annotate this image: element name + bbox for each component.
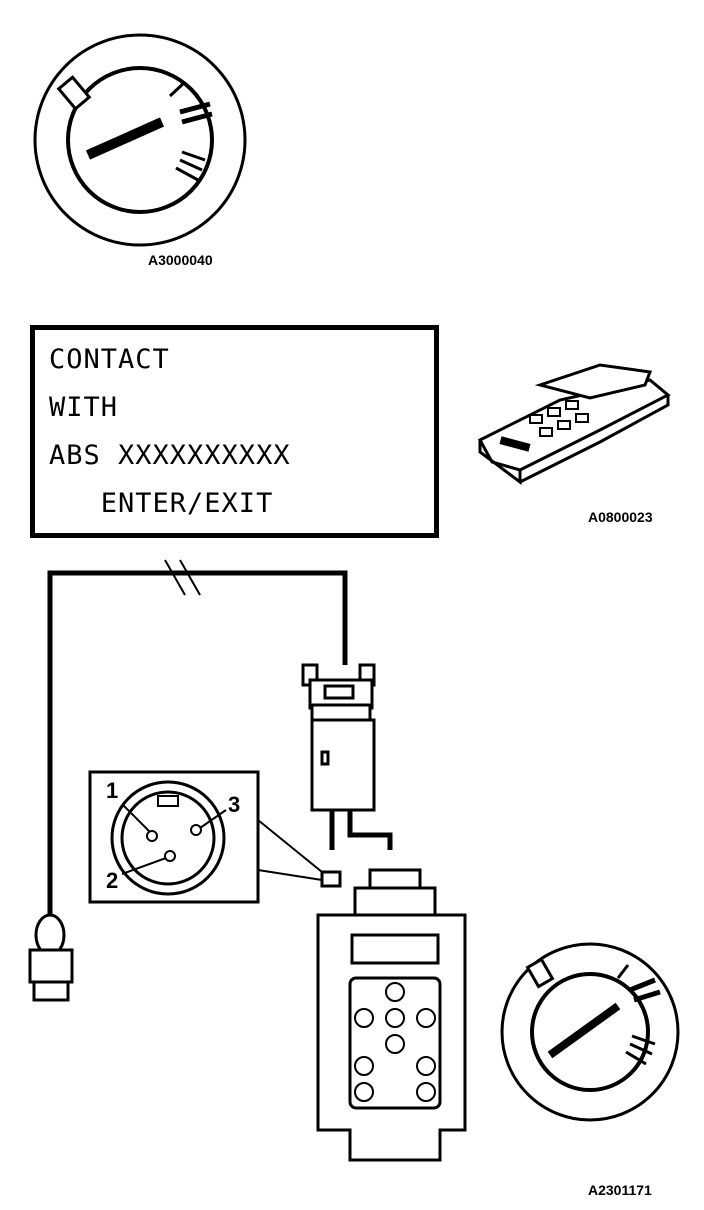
screen-line-2: WITH [49, 392, 119, 423]
adapter-cable [329, 810, 393, 850]
pin-label-3: 3 [228, 792, 241, 817]
ignition-switch-bottom-icon [500, 942, 680, 1122]
handheld-tester-icon [477, 363, 671, 485]
small-connector-icon [320, 870, 342, 888]
screen-line-1: CONTACT [49, 344, 170, 375]
figure-ref-tester: A0800023 [588, 509, 653, 525]
figure-ref-ignition: A3000040 [148, 252, 213, 268]
pin-label-2: 2 [106, 868, 119, 893]
screen-line-3: ABS XXXXXXXXXX [49, 440, 291, 471]
ignition-switch-top-icon [33, 33, 247, 247]
volvo-tester-icon [316, 868, 467, 1162]
connector-inset [88, 770, 323, 904]
interface-adapter-icon [301, 663, 376, 812]
obd-plug-icon [28, 913, 74, 1002]
pin-label-1: 1 [106, 778, 119, 803]
tester-screen: CONTACT WITH ABS XXXXXXXXXX ENTER/EXIT [30, 325, 439, 538]
screen-line-4: ENTER/EXIT [49, 488, 274, 519]
figure-ref-diagram: A2301171 [588, 1182, 652, 1198]
diagnostic-cable [47, 559, 348, 920]
